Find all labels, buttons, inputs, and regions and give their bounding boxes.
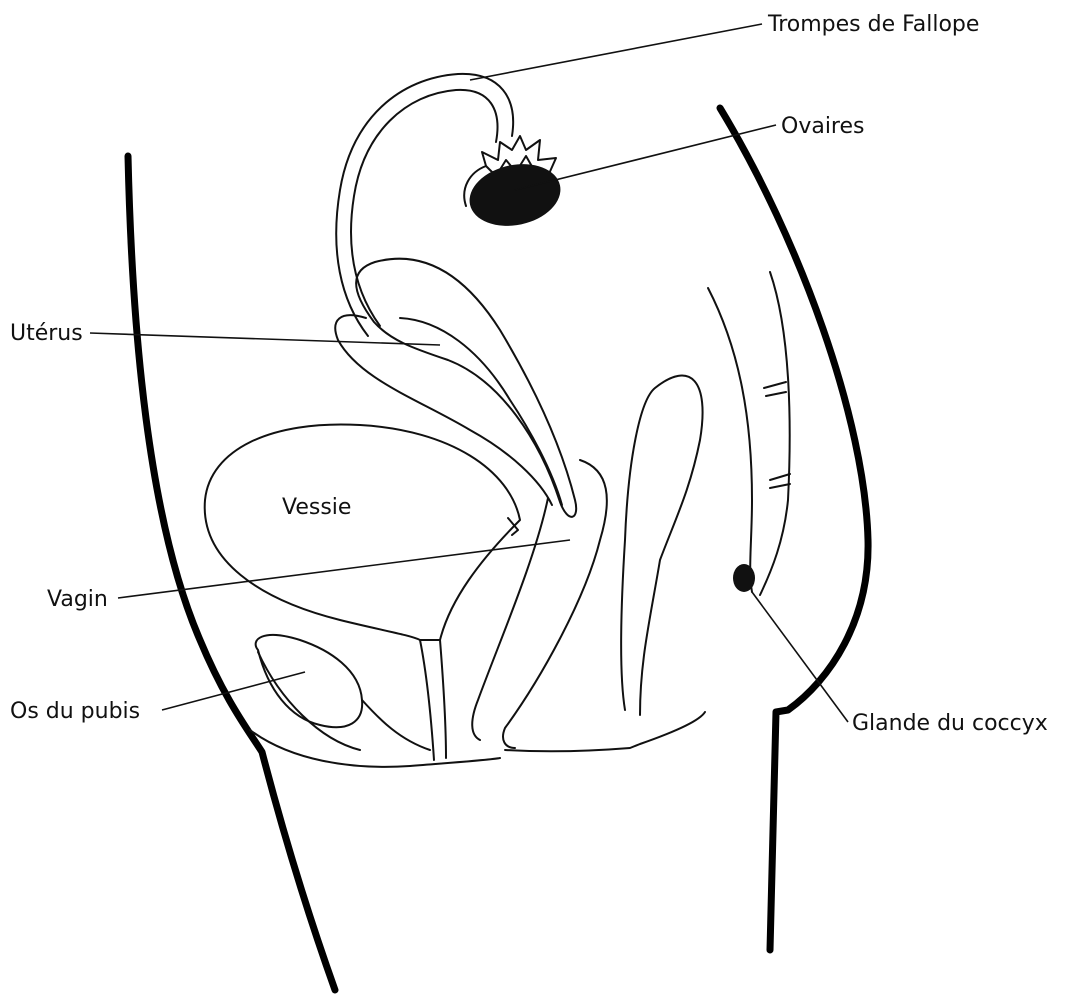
coccyx-gland (733, 564, 755, 592)
uterus-outline (356, 259, 576, 517)
body-front-outline (128, 156, 335, 990)
lower-tissue (258, 652, 430, 750)
uterus-wall (335, 315, 552, 505)
uterus-cavity (400, 318, 562, 505)
label-coccyx-gland: Glande du coccyx (852, 711, 1048, 736)
urethra (420, 640, 446, 760)
body-back-outline (720, 108, 868, 950)
leader-vagina (118, 540, 570, 598)
leader-fallopian (470, 24, 762, 80)
rectum-outline (621, 376, 702, 715)
sacrum-front (708, 288, 752, 592)
label-pubic-bone: Os du pubis (10, 699, 140, 724)
label-vagina: Vagin (47, 587, 108, 612)
bladder-outline (205, 424, 520, 640)
sacrum-back (760, 272, 790, 595)
label-uterus: Utérus (10, 321, 83, 346)
sacrum-segment-1 (764, 382, 786, 396)
label-bladder: Vessie (282, 495, 351, 520)
label-fallopian-tubes: Trompes de Fallope (767, 12, 979, 37)
vagina-back-wall (503, 460, 607, 748)
vagina-front-wall (472, 498, 548, 740)
sacrum-segment-2 (770, 474, 790, 488)
label-ovaries: Ovaires (781, 114, 865, 139)
